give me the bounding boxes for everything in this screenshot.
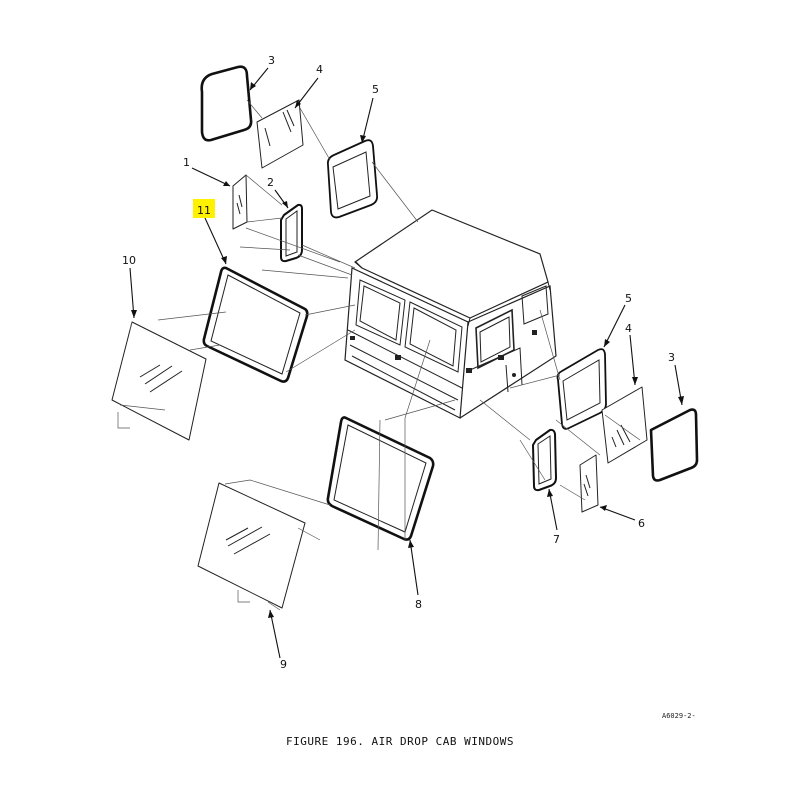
part-9-rear-glass: [197, 482, 306, 609]
callout-4-top: 4: [316, 63, 323, 76]
part-10-windshield-glass: [111, 321, 207, 441]
callout-11: 11: [197, 204, 211, 217]
callout-4-side: 4: [625, 322, 632, 335]
callout-3-top: 3: [268, 54, 275, 67]
cab-body: [344, 209, 557, 419]
callout-2: 2: [267, 176, 274, 189]
callout-5-side: 5: [625, 292, 632, 305]
callout-arrowheads: [131, 82, 684, 618]
callout-5-top: 5: [372, 83, 379, 96]
part-7-vent-seal: [532, 428, 557, 492]
callout-6: 6: [638, 517, 645, 530]
callout-1: 1: [183, 156, 190, 169]
part-2-vent-seal: [280, 203, 303, 263]
part-4-top-glass: [256, 99, 304, 169]
callout-10: 10: [122, 254, 136, 267]
part-6-vent-glass: [579, 454, 599, 513]
part-5-side-seal: [556, 348, 607, 430]
part-3-side-seal: [649, 408, 699, 482]
callout-9: 9: [280, 658, 287, 671]
part-1-vent-glass: [232, 174, 248, 230]
figure-caption: FIGURE 196. AIR DROP CAB WINDOWS: [286, 735, 514, 748]
callout-7: 7: [553, 533, 560, 546]
callout-3-side: 3: [668, 351, 675, 364]
drawing-code: A6029-2-: [662, 712, 696, 720]
part-3-top-seal: [200, 65, 253, 142]
callout-leaders: [129, 67, 683, 659]
assembly-guide-lines: [117, 99, 641, 611]
part-4-side-glass: [601, 386, 648, 464]
callout-11-highlight: [193, 199, 215, 218]
part-5-top-seal: [326, 139, 379, 219]
part-11-windshield-seal: [202, 266, 309, 383]
callout-8: 8: [415, 598, 422, 611]
part-8-rear-seal: [326, 416, 435, 541]
